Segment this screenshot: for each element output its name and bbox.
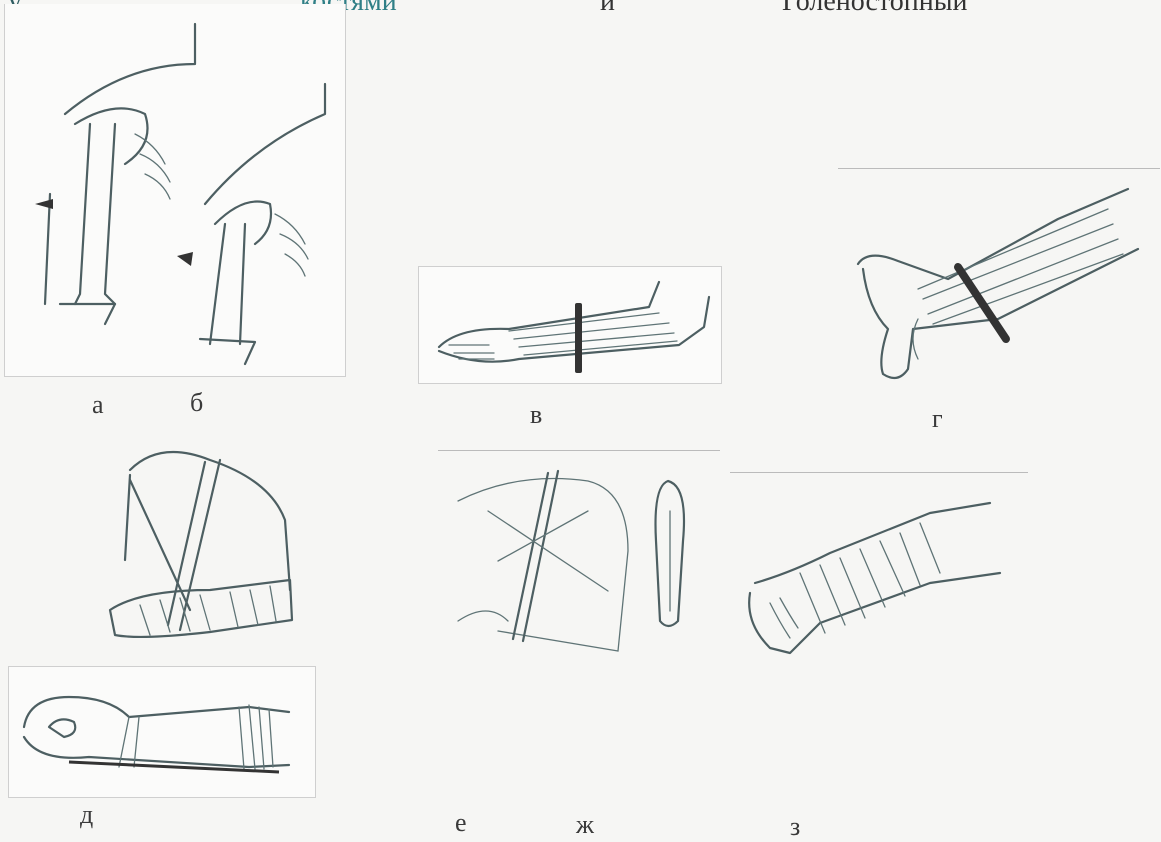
arm-sling-drawing bbox=[100, 440, 300, 655]
label-zh: ж bbox=[576, 810, 594, 840]
label-a: а bbox=[92, 390, 104, 420]
tourniquet-band bbox=[575, 303, 582, 373]
shoulder-bones-drawing bbox=[5, 4, 345, 376]
lower-leg-drawing bbox=[838, 169, 1160, 399]
header-fragment-center: и bbox=[600, 0, 615, 18]
figure-shoulder-fracture bbox=[4, 4, 346, 377]
leg-tourniquet-band bbox=[958, 267, 1006, 339]
torso-strapping-drawing bbox=[438, 451, 720, 666]
figure-hand-splint bbox=[8, 666, 316, 798]
label-e: е bbox=[455, 808, 467, 838]
figure-forearm-splint bbox=[418, 266, 722, 384]
figure-lower-leg-splint bbox=[838, 168, 1160, 399]
header-fragment-right: Голеностопный bbox=[782, 0, 968, 18]
leg-bandage-drawing bbox=[730, 473, 1028, 673]
label-d: д bbox=[80, 800, 93, 830]
figure-leg-bandage bbox=[730, 472, 1028, 673]
label-v: в bbox=[530, 400, 542, 430]
figure-torso-strapping bbox=[438, 450, 720, 666]
forearm-splint-drawing bbox=[419, 267, 721, 383]
hand-splint-drawing bbox=[9, 667, 315, 797]
label-g: г bbox=[932, 404, 943, 434]
label-b: б bbox=[190, 388, 203, 418]
figure-arm-sling bbox=[100, 440, 300, 655]
